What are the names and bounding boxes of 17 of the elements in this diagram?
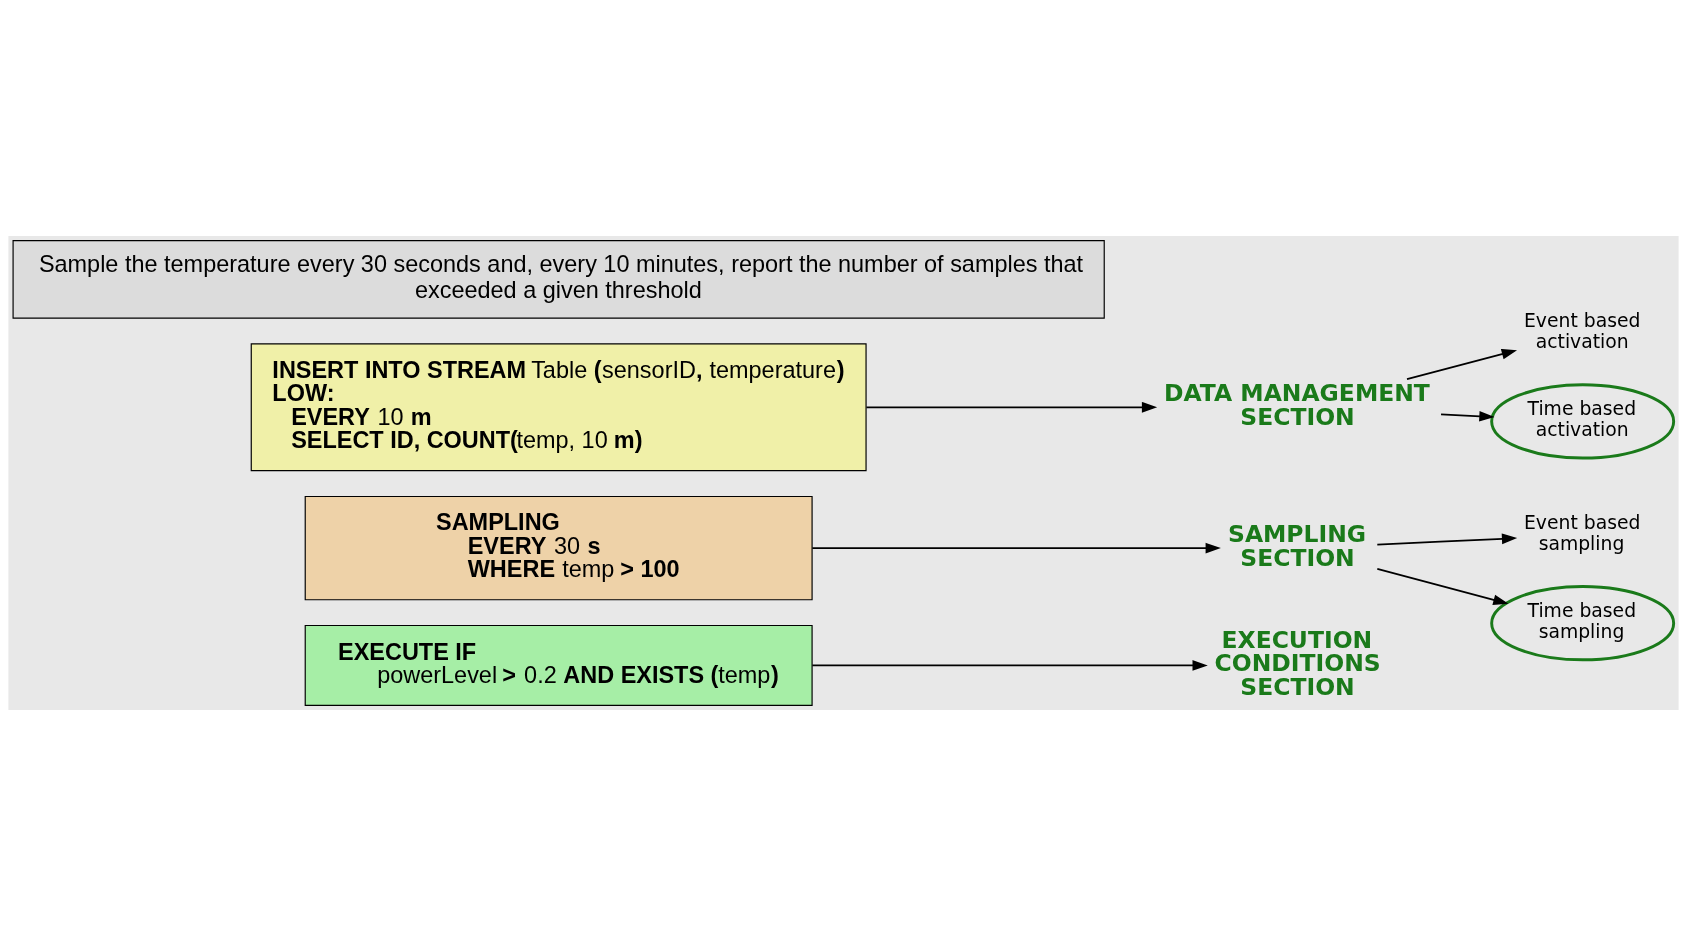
node-box: INSERT INTO STREAM Table (sensorID, temperature) LOW: EVERY 10 m SELECT ID, COUNT(temp, 10 m) — [250, 343, 867, 472]
node-text: SAMPLING SECTION — [1228, 520, 1367, 572]
node-text: Event based activation — [1523, 310, 1641, 353]
arrow — [865, 401, 1158, 413]
arrow — [1406, 348, 1517, 380]
node-text: Event based sampling — [1523, 512, 1641, 555]
arrow — [1376, 568, 1509, 606]
node-box: SAMPLING EVERY 30 s WHERE temp > 100 — [304, 495, 813, 601]
node-ellipse: Time based activation — [1490, 383, 1676, 460]
arrow — [1440, 410, 1495, 422]
node-text: DATA MANAGEMENT SECTION — [1164, 379, 1430, 431]
arrow — [811, 542, 1221, 554]
node-text: EXECUTION CONDITIONS SECTION — [1214, 625, 1381, 701]
arrow — [1376, 533, 1518, 546]
arrow — [811, 660, 1208, 671]
node-box: EXECUTE IF powerLevel > 0.2 AND EXISTS (temp) — [304, 624, 813, 706]
node-box: Sample the temperature every 30 seconds and, every 10 minutes, report the number of samples that exceeded a given threshold — [12, 240, 1105, 319]
